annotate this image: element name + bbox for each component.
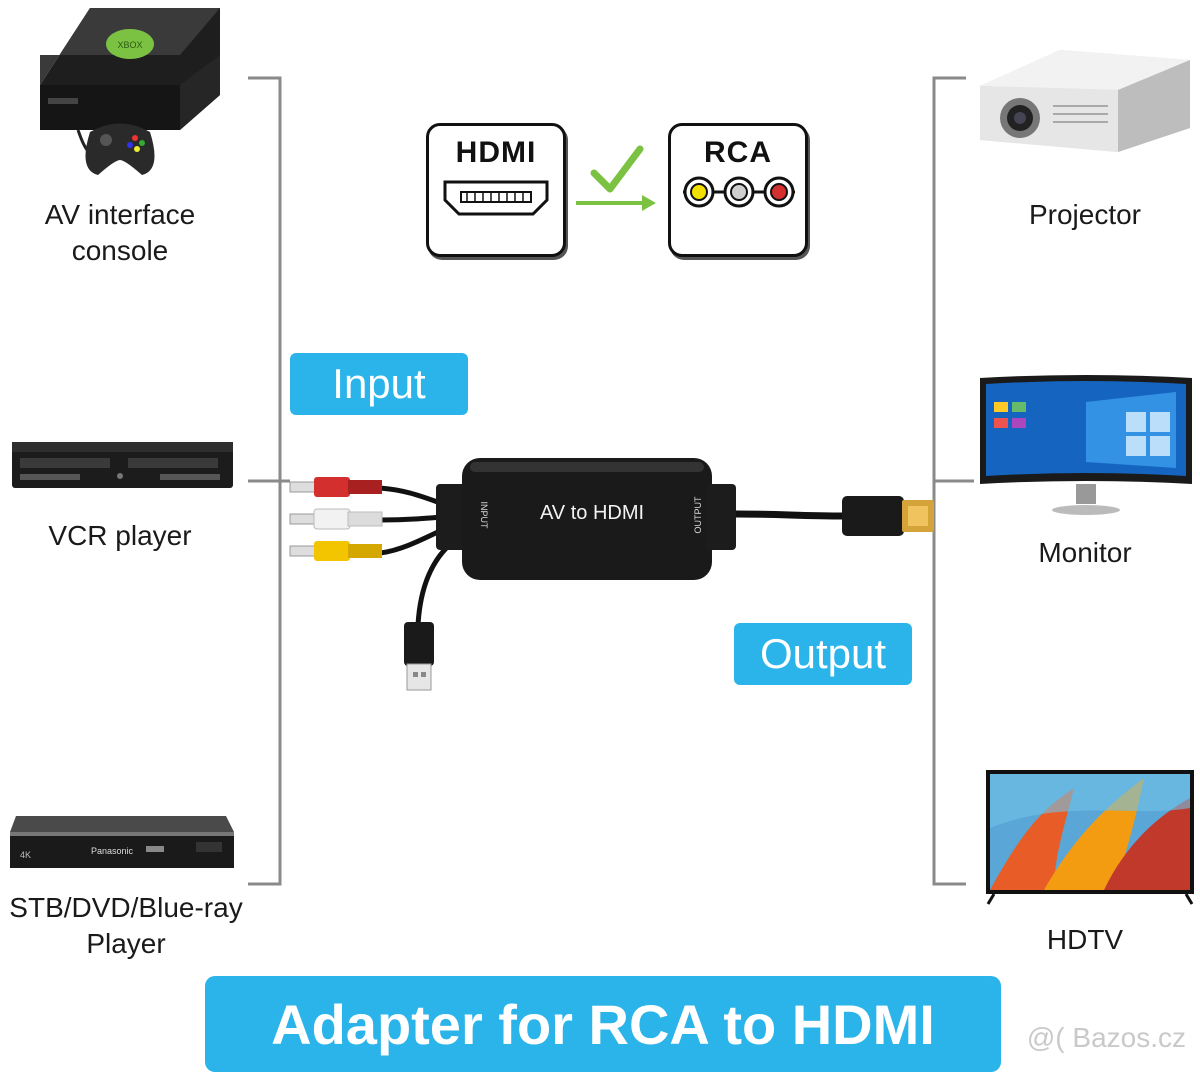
watermark: @( Bazos.cz: [1026, 1022, 1186, 1053]
hdmi-badge: HDMI: [426, 123, 566, 257]
game-console-icon: XBOX: [40, 8, 220, 175]
svg-text:4K: 4K: [20, 850, 31, 860]
hdmi-port-icon: [443, 180, 549, 216]
adapter-input-port-label: INPUT: [479, 501, 489, 529]
rca-jacks-icon: [683, 176, 795, 208]
source-label-bluray: STB/DVD/Blue-ray Player: [9, 892, 243, 959]
display-label-tv: HDTV: [1046, 924, 1124, 955]
display-label-monitor: Monitor: [1038, 537, 1132, 568]
hdmi-badge-label: HDMI: [455, 136, 537, 169]
source-label-vcr: VCR player: [48, 520, 192, 551]
input-tag: Input: [290, 353, 468, 415]
bluray-player-icon: 4K Panasonic: [10, 816, 234, 868]
adapter-output-port-label: OUTPUT: [693, 496, 703, 534]
rca-badge-label: RCA: [704, 136, 772, 169]
display-label-projector: Projector: [1028, 199, 1142, 230]
output-tag: Output: [734, 623, 912, 685]
monitor-icon: [980, 375, 1192, 515]
bluray-brand: Panasonic: [91, 846, 134, 856]
projector-icon: [980, 50, 1190, 152]
banner-title: Adapter for RCA to HDMI: [205, 976, 1001, 1072]
check-arrow-icon: [576, 145, 656, 211]
tv-icon: [986, 770, 1194, 905]
vcr-icon: [12, 442, 233, 488]
rca-badge: RCA: [668, 123, 808, 257]
adapter-name: AV to HDMI: [539, 502, 645, 524]
source-label-console: AV interface console: [44, 199, 196, 266]
console-logo: XBOX: [117, 40, 142, 50]
